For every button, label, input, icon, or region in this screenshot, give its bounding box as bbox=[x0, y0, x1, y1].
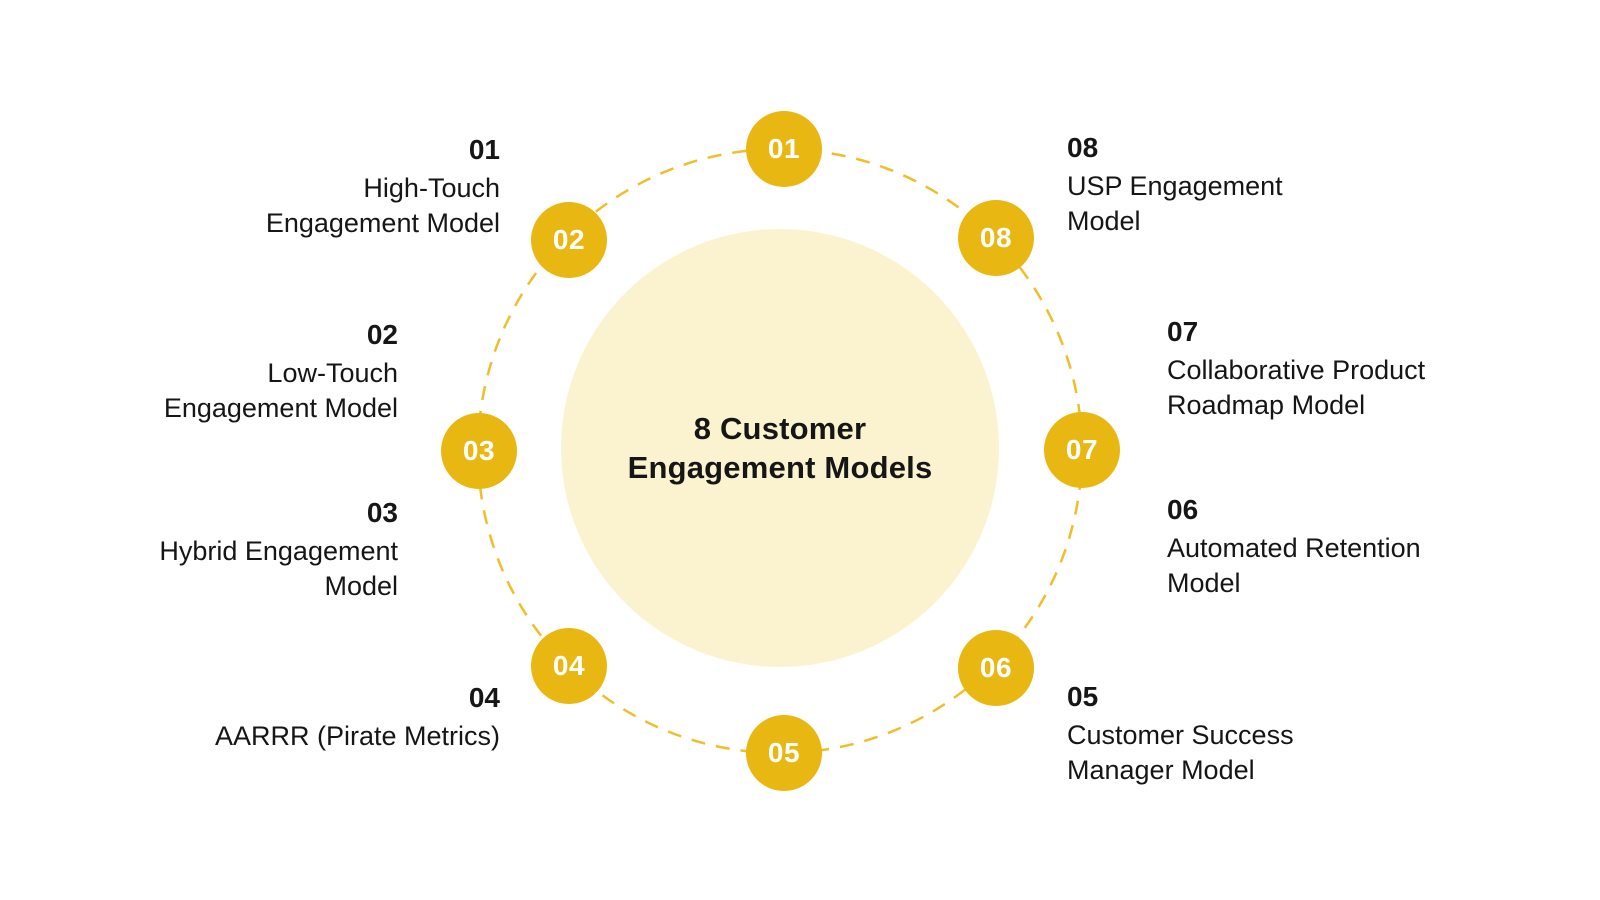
label-02-text-line-2: Engagement Model bbox=[163, 393, 398, 423]
badge-08: 08 bbox=[958, 200, 1034, 276]
label-08-text-line-1: USP Engagement bbox=[1067, 171, 1283, 201]
label-07-number: 07 bbox=[1167, 316, 1199, 347]
label-05-number: 05 bbox=[1067, 681, 1099, 712]
label-04-text-line-1: AARRR (Pirate Metrics) bbox=[214, 721, 500, 751]
badge-06: 06 bbox=[958, 630, 1034, 706]
label-06-number: 06 bbox=[1167, 494, 1199, 525]
badge-04: 04 bbox=[531, 628, 607, 704]
label-05-text-line-1: Customer Success bbox=[1067, 720, 1294, 750]
label-03-hybrid: 03 Hybrid Engagement Model bbox=[159, 496, 398, 604]
label-02-text-line-1: Low-Touch bbox=[267, 358, 398, 388]
label-02-number: 02 bbox=[366, 319, 398, 350]
label-04-number: 04 bbox=[468, 682, 500, 713]
badge-07: 07 bbox=[1044, 412, 1120, 488]
label-06-automated-retention: 06 Automated Retention Model bbox=[1167, 493, 1421, 601]
label-05-customer-success: 05 Customer Success Manager Model bbox=[1067, 680, 1294, 788]
label-07-text-line-1: Collaborative Product bbox=[1167, 355, 1426, 385]
label-07-text-line-2: Roadmap Model bbox=[1167, 390, 1366, 420]
label-05-text-line-2: Manager Model bbox=[1067, 755, 1255, 785]
label-03-number: 03 bbox=[366, 497, 398, 528]
badge-05: 05 bbox=[746, 715, 822, 791]
label-07-collaborative-roadmap: 07 Collaborative Product Roadmap Model bbox=[1167, 315, 1425, 423]
label-01-number: 01 bbox=[468, 134, 500, 165]
label-01-text-line-1: High-Touch bbox=[363, 173, 500, 203]
label-01-text-line-2: Engagement Model bbox=[265, 208, 500, 238]
label-01-high-touch: 01 High-Touch Engagement Model bbox=[266, 133, 500, 241]
center-circle: 8 Customer Engagement Models bbox=[561, 229, 999, 667]
label-03-text-line-2: Model bbox=[324, 571, 398, 601]
label-08-number: 08 bbox=[1067, 132, 1099, 163]
badge-02: 02 bbox=[531, 202, 607, 278]
diagram-title-line-2: Engagement Models bbox=[627, 450, 933, 485]
badge-03: 03 bbox=[441, 413, 517, 489]
diagram-title-line-1: 8 Customer bbox=[693, 411, 867, 446]
label-08-usp-engagement: 08 USP Engagement Model bbox=[1067, 131, 1283, 239]
label-04-aarrr: 04 AARRR (Pirate Metrics) bbox=[215, 681, 500, 754]
label-06-text-line-2: Model bbox=[1167, 568, 1241, 598]
label-03-text-line-1: Hybrid Engagement bbox=[159, 536, 398, 566]
label-02-low-touch: 02 Low-Touch Engagement Model bbox=[164, 318, 398, 426]
label-08-text-line-2: Model bbox=[1067, 206, 1141, 236]
badge-01: 01 bbox=[746, 111, 822, 187]
label-06-text-line-1: Automated Retention bbox=[1167, 533, 1421, 563]
diagram-title: 8 Customer Engagement Models bbox=[628, 409, 933, 487]
